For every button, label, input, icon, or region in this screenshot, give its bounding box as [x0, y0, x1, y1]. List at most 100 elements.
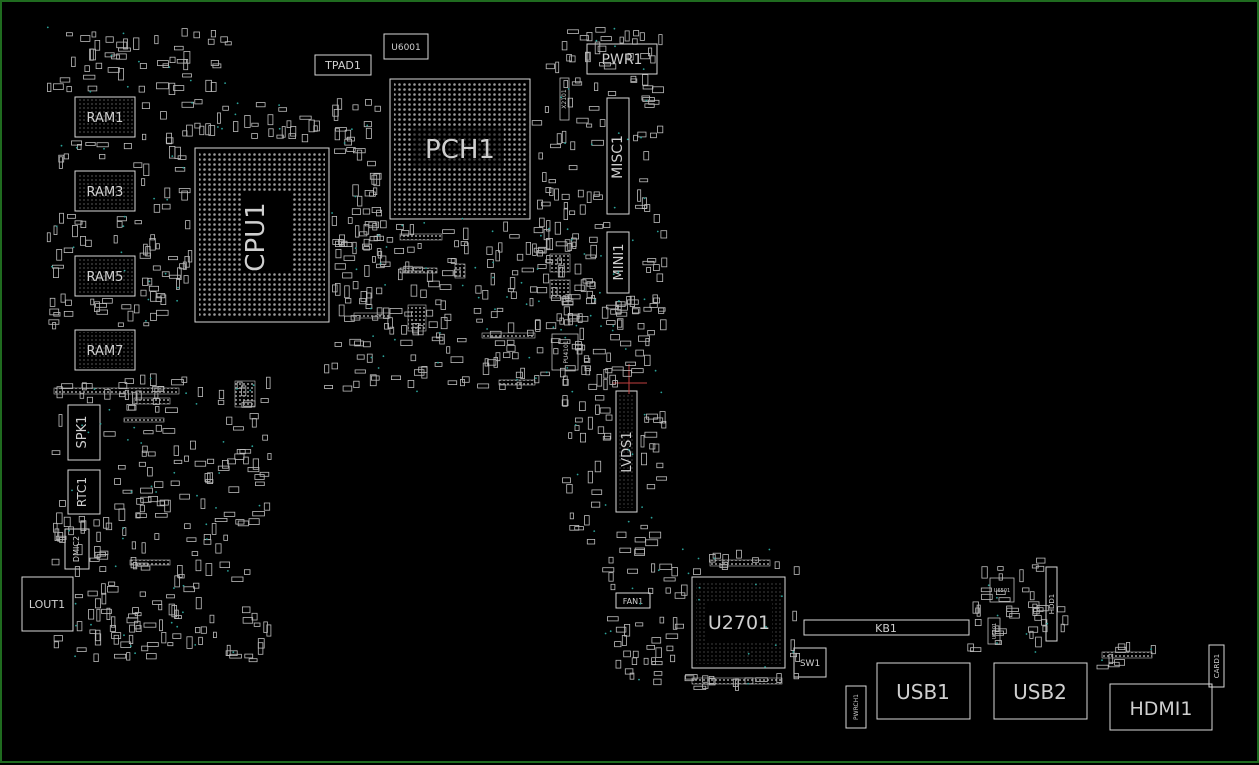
passive-component [634, 549, 645, 556]
passive-component [584, 515, 590, 526]
passive-component [191, 551, 199, 556]
passive-component [998, 597, 1011, 602]
via [133, 426, 136, 429]
passive-component [219, 561, 231, 568]
passive-component [174, 166, 186, 172]
passive-component [80, 236, 87, 246]
passive-component [123, 38, 128, 50]
passive-component [198, 636, 203, 645]
passive-component [146, 642, 159, 647]
passive-component [174, 615, 182, 619]
passive-component [693, 685, 707, 690]
passive-component [143, 430, 154, 435]
ram1-module[interactable]: RAM1 [74, 96, 136, 138]
usb1-port[interactable]: USB1 [876, 662, 971, 720]
passive-component [160, 294, 167, 305]
ram3-module[interactable]: RAM3 [74, 170, 136, 212]
passive-component [48, 319, 60, 325]
passive-component [537, 199, 543, 210]
via [423, 222, 426, 224]
via [75, 624, 77, 627]
passive-component [215, 543, 222, 554]
passive-component [173, 45, 184, 51]
lout-connector[interactable]: LOUT1 [21, 576, 74, 632]
passive-component [439, 333, 445, 345]
u2701-chip[interactable]: U2701 [691, 576, 786, 669]
passive-component [362, 243, 372, 250]
passive-component [389, 326, 395, 335]
passive-component [74, 566, 81, 577]
via [506, 296, 508, 298]
pch-chip[interactable]: PCH1 [389, 78, 531, 220]
passive-component [648, 587, 654, 594]
connector-strip [481, 332, 536, 339]
passive-component [606, 320, 616, 325]
tpad-connector[interactable]: TPAD1 [314, 54, 372, 76]
passive-component [218, 389, 225, 399]
cpu-chip[interactable]: CPU1 [194, 147, 330, 323]
passive-component [410, 354, 417, 362]
via [191, 102, 194, 104]
passive-component [555, 241, 568, 247]
passive-component [59, 212, 64, 224]
via [127, 439, 129, 441]
via [566, 228, 569, 231]
passive-component [656, 273, 664, 282]
passive-component [561, 399, 569, 406]
via [171, 155, 174, 158]
passive-component [80, 520, 85, 534]
passive-component [207, 458, 215, 464]
kb-connector[interactable]: KB1 [803, 619, 970, 636]
passive-component [362, 208, 371, 215]
passive-component [581, 365, 587, 375]
rtc-connector[interactable]: RTC1 [67, 469, 101, 515]
passive-component [99, 550, 109, 556]
x2101-crystal[interactable]: X2101 [559, 77, 570, 121]
via [492, 261, 494, 264]
ram3-label: RAM3 [87, 185, 124, 200]
hdd-connector[interactable]: HDD1 [1045, 566, 1058, 642]
via [520, 281, 523, 284]
via [576, 473, 579, 476]
lvds-connector[interactable]: LVDS1 [615, 390, 638, 513]
sw-switch[interactable]: SW1 [793, 647, 827, 678]
ram5-module[interactable]: RAM5 [74, 255, 136, 297]
dmic-connector[interactable]: DMIC2 [64, 528, 90, 570]
passive-component [183, 51, 191, 64]
usb2-port[interactable]: USB2 [993, 662, 1088, 720]
passive-component [135, 512, 141, 519]
u6001-chip[interactable]: U6001 [383, 33, 429, 60]
passive-component [563, 375, 568, 386]
ram7-module[interactable]: RAM7 [74, 329, 136, 371]
misc-connector[interactable]: MISC1 [606, 97, 630, 215]
passive-component [606, 352, 611, 363]
via [215, 507, 217, 509]
mini-connector[interactable]: MINI1 [606, 231, 630, 294]
passive-component [614, 641, 622, 648]
via [394, 338, 396, 341]
fan-connector[interactable]: FAN1 [615, 592, 651, 609]
via [227, 570, 229, 572]
passive-component [154, 533, 160, 540]
passive-component [263, 621, 268, 633]
pwrch-connector[interactable]: PWRCH1 [845, 685, 867, 729]
passive-component [129, 624, 136, 633]
passive-component [417, 242, 422, 249]
passive-component [141, 645, 149, 652]
passive-component [487, 359, 497, 366]
passive-component [251, 612, 258, 621]
passive-component [564, 239, 571, 252]
passive-component [360, 291, 367, 302]
via [120, 251, 123, 254]
passive-component [363, 246, 370, 251]
passive-component [91, 31, 97, 38]
passive-component [236, 448, 246, 455]
passive-component [570, 141, 576, 151]
passive-component [1034, 615, 1042, 621]
via [176, 625, 179, 628]
via [99, 423, 102, 425]
card-connector[interactable]: CARD1 [1208, 644, 1225, 688]
hdmi-port[interactable]: HDMI1 [1109, 683, 1213, 731]
via [108, 408, 111, 411]
spk-connector[interactable]: SPK1 [67, 404, 101, 461]
